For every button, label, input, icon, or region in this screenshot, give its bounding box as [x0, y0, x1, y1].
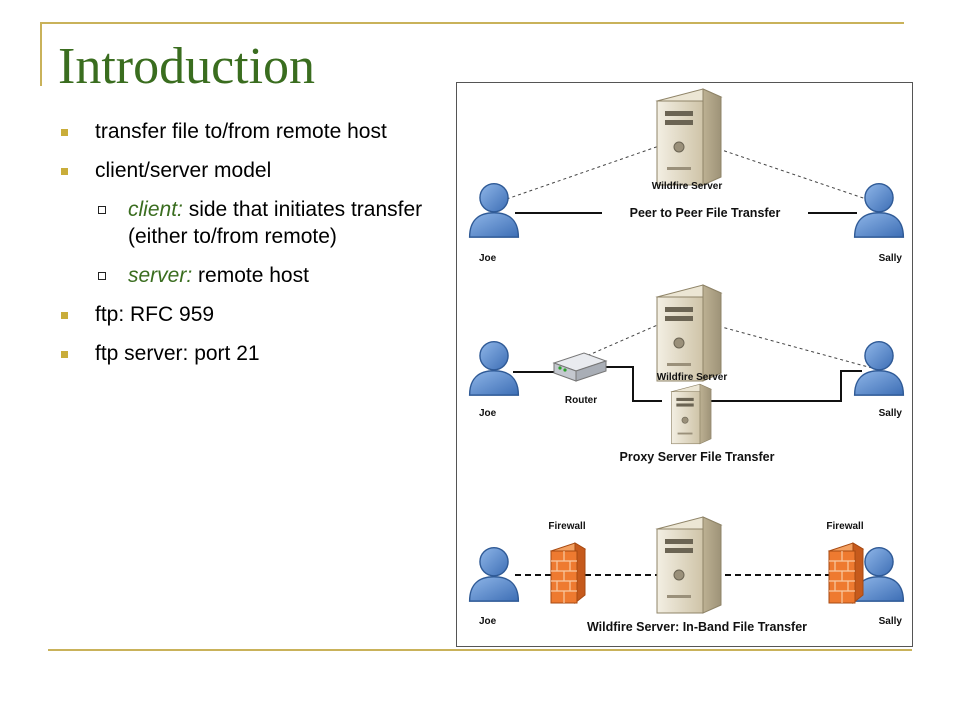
panel-proxy-server: Wildfire Server Router Proxy Server File…	[468, 284, 905, 464]
sub-bullet-client: client: side that initiates transfer (ei…	[95, 196, 428, 250]
sub-bullet-server: server: remote host	[95, 262, 428, 289]
top-rule	[40, 22, 904, 24]
firewall-icon-left	[550, 542, 586, 604]
bullet-text: client/server model	[95, 159, 272, 182]
user-label-sally: Sally	[879, 408, 903, 419]
bullet-port: ftp server: port 21	[58, 340, 428, 367]
bullet-text: transfer file to/from remote host	[95, 120, 387, 143]
dotted-link-right	[706, 322, 873, 369]
user-icon-joe	[468, 182, 520, 238]
bullet-text: ftp server: port 21	[95, 342, 260, 365]
user-label-sally: Sally	[879, 253, 903, 264]
term-server: server:	[128, 264, 193, 287]
diagram-svg: Wildfire Server Peer to Peer File Transf…	[468, 88, 905, 634]
router-icon	[553, 352, 607, 382]
server-icon	[656, 88, 722, 186]
panel-caption: Proxy Server File Transfer	[620, 450, 775, 464]
dotted-link-right	[706, 144, 873, 202]
sub-bullet-text: remote host	[192, 264, 309, 287]
firewall-icon-right	[828, 542, 864, 604]
panel-caption: Wildfire Server: In-Band File Transfer	[587, 620, 807, 634]
bullet-list: transfer file to/from remote host client…	[58, 118, 428, 379]
panel-caption: Peer to Peer File Transfer	[630, 206, 781, 220]
user-label-joe: Joe	[479, 616, 497, 627]
slide-title: Introduction	[58, 38, 316, 95]
bullet-client-server: client/server model	[58, 157, 428, 184]
dotted-link-left	[581, 322, 663, 359]
user-label-joe: Joe	[479, 253, 497, 264]
panel-peer-to-peer: Wildfire Server Peer to Peer File Transf…	[468, 88, 905, 264]
user-label-joe: Joe	[479, 408, 497, 419]
bullet-transfer: transfer file to/from remote host	[58, 118, 428, 145]
firewall-label-left: Firewall	[548, 521, 585, 532]
proxy-server-icon	[671, 383, 712, 445]
proxy-sally-link	[707, 370, 862, 402]
server-icon	[656, 516, 722, 614]
bullet-rfc: ftp: RFC 959	[58, 301, 428, 328]
router-label: Router	[565, 395, 597, 406]
left-rule	[40, 22, 42, 86]
bullet-text: ftp: RFC 959	[95, 303, 215, 326]
server-icon	[656, 284, 722, 382]
file-transfer-diagram: Wildfire Server Peer to Peer File Transf…	[456, 82, 913, 647]
user-label-sally: Sally	[879, 616, 903, 627]
dotted-link-left	[500, 144, 663, 202]
bottom-rule	[48, 649, 912, 651]
user-icon-sally	[853, 340, 905, 396]
server-label: Wildfire Server	[657, 372, 728, 383]
term-client: client:	[128, 198, 183, 221]
caption-backdrop	[602, 204, 808, 221]
router-proxy-link	[605, 366, 662, 402]
panel-in-band: Firewall Firewall Wildfire Server: In-Ba…	[468, 516, 905, 634]
firewall-label-right: Firewall	[826, 521, 863, 532]
server-label: Wildfire Server	[652, 181, 723, 192]
sub-bullet-text: side that initiates transfer (either to/…	[128, 198, 423, 248]
user-icon-joe	[468, 340, 520, 396]
user-icon-sally	[853, 182, 905, 238]
user-icon-joe	[468, 546, 520, 602]
